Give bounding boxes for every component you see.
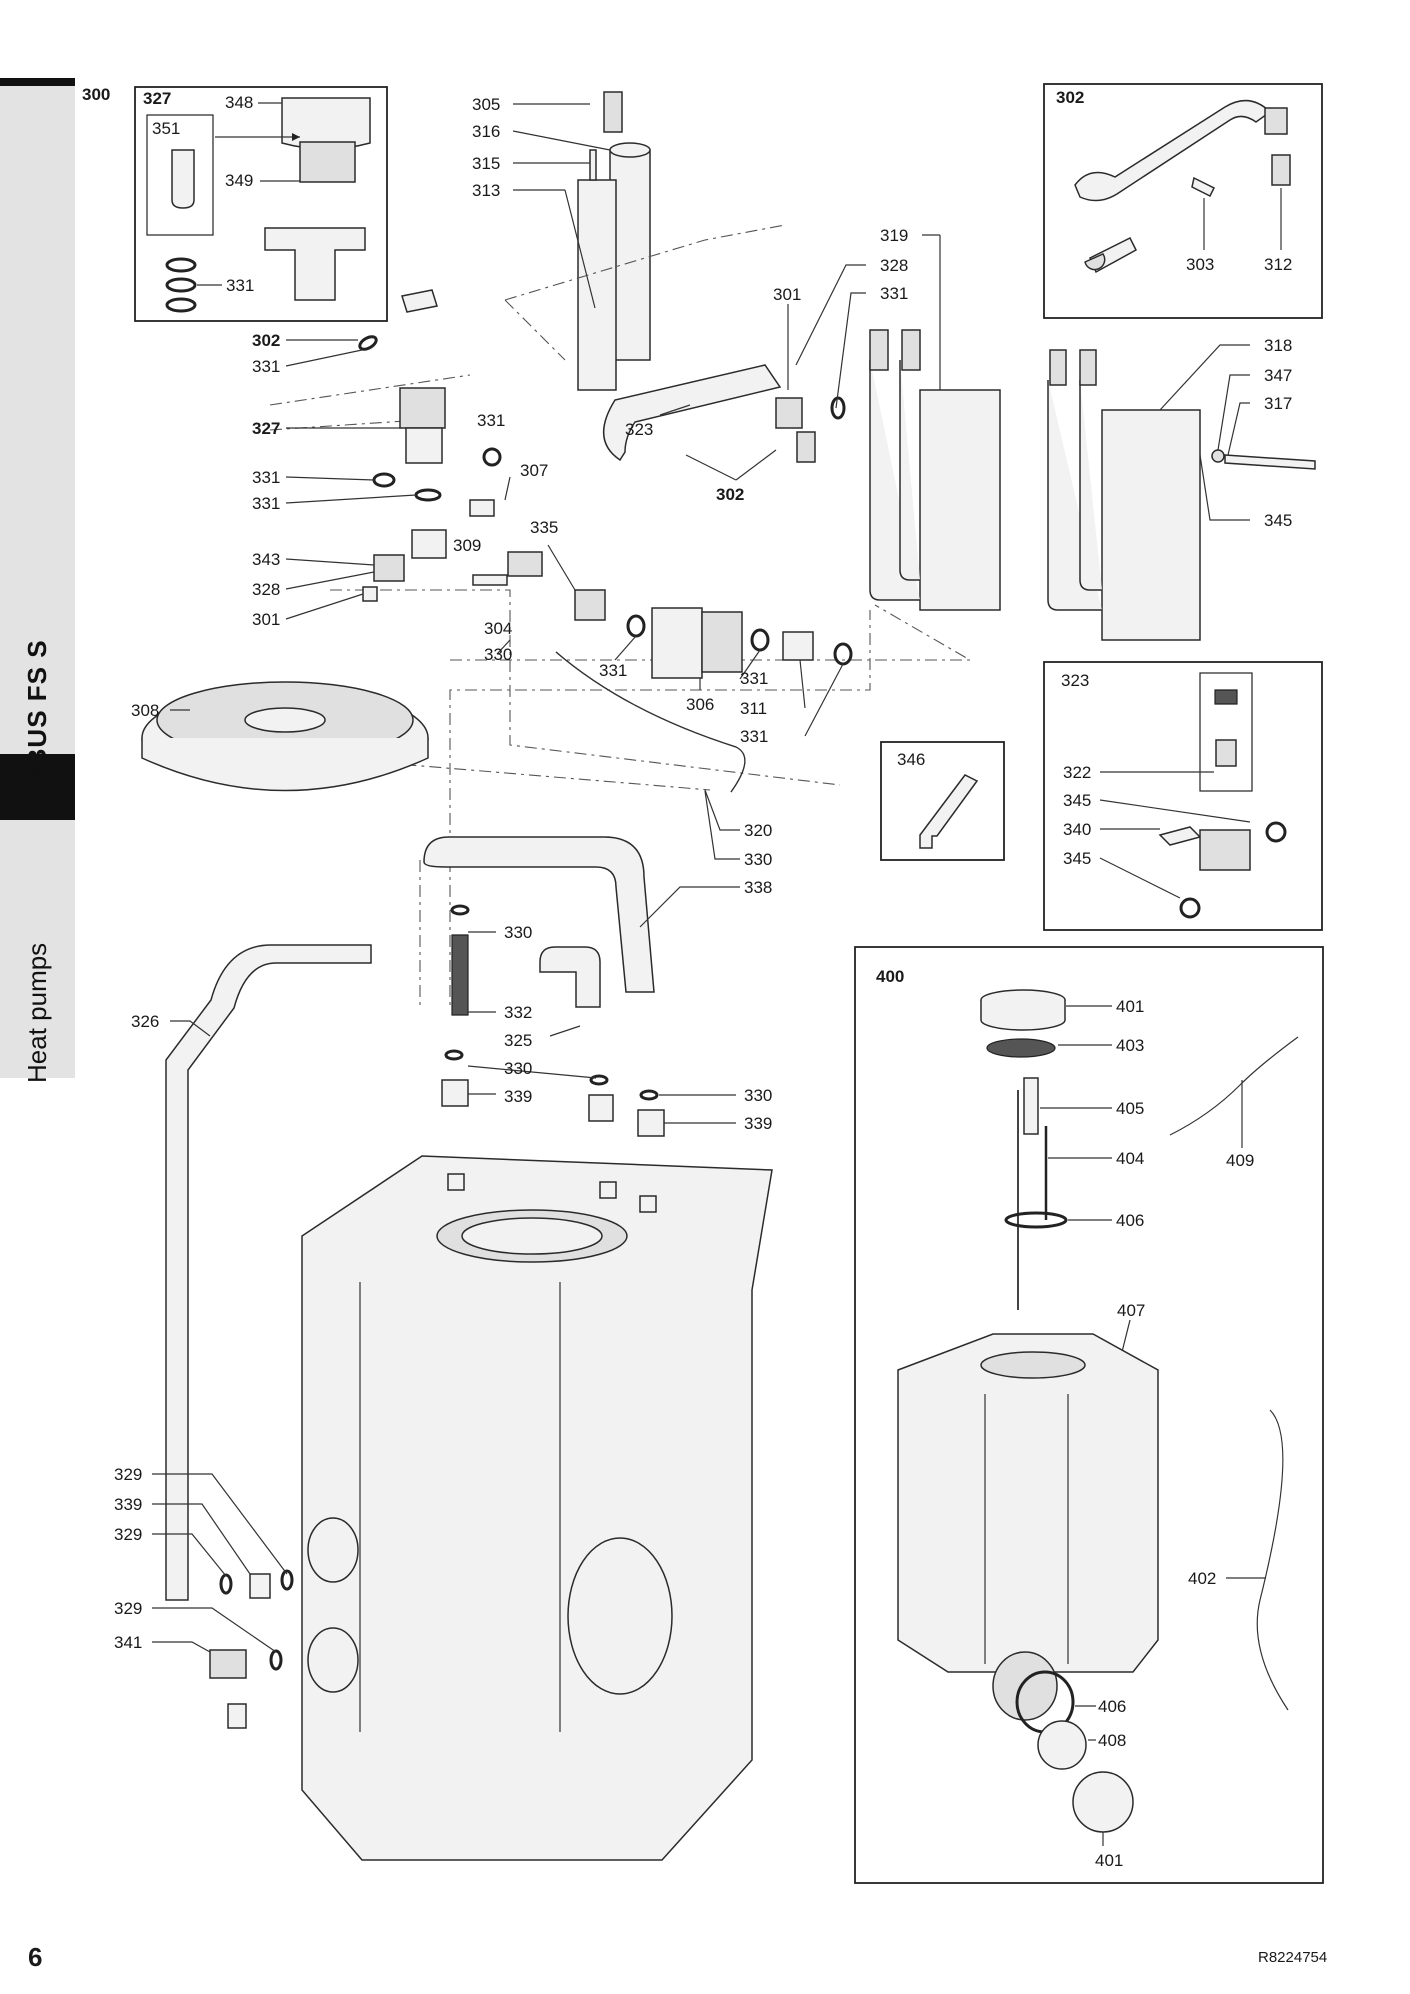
callout-341: 341 [114,1633,142,1652]
sidebar-marker-block [0,754,75,820]
callout-330-e: 330 [744,1086,772,1105]
inset-346-title: 346 [897,750,925,769]
inset-400-label-408: 408 [1098,1731,1126,1750]
callout-320: 320 [744,821,772,840]
callout-326: 326 [131,1012,159,1031]
callout-331-d: 331 [252,494,280,513]
callout-329-b: 329 [114,1525,142,1544]
callout-316: 316 [472,122,500,141]
inset-400-label-401-bottom: 401 [1095,1851,1123,1870]
inset-323-label-322: 322 [1063,763,1091,782]
callout-311: 311 [740,699,767,718]
inset-400-label-405: 405 [1116,1099,1144,1118]
callout-307: 307 [520,461,548,480]
sidebar-top-rule [0,78,75,86]
callout-302-center: 302 [716,485,744,504]
callout-331-f: 331 [740,669,768,688]
callout-338: 338 [744,878,772,897]
callout-leaders [152,103,1250,1653]
callout-331-b: 331 [477,411,505,430]
callout-306: 306 [686,695,714,714]
document-code: R8224754 [1258,1949,1328,1966]
inset-400-label-406-bottom: 406 [1098,1697,1126,1716]
callout-308: 308 [131,701,159,720]
callout-331-g: 331 [740,727,768,746]
inset-400-label-407: 407 [1117,1301,1145,1320]
callout-301-right: 301 [773,285,801,304]
callout-323: 323 [625,420,653,439]
page-number: 6 [28,1942,43,1972]
callout-317: 317 [1264,394,1292,413]
inset-400: 400 401 403 405 404 406 409 407 402 406 [854,946,1324,1884]
inset-302-title: 302 [1056,88,1084,107]
callout-331-a: 331 [252,357,280,376]
inset-323-label-345-bottom: 345 [1063,849,1091,868]
callout-328-right: 328 [880,256,908,275]
callout-305: 305 [472,95,500,114]
callout-327: 327 [252,419,280,438]
callout-330-a: 330 [484,645,512,664]
inset-400-label-406-top: 406 [1116,1211,1144,1230]
inset-327-label-351: 351 [152,119,180,138]
callout-330-d: 330 [504,1059,532,1078]
sidebar: NIMBUS FS S Heat pumps [0,78,75,1083]
inset-302-label-312: 312 [1264,255,1292,274]
inset-400-label-409: 409 [1226,1151,1254,1170]
callout-329-c: 329 [114,1599,142,1618]
callout-labels: 305 316 315 313 302 331 327 331 331 331 … [114,95,1292,1652]
inset-327-label-348: 348 [225,93,253,112]
callout-331-h: 331 [880,284,908,303]
inset-302: 302 303 312 [1043,83,1323,319]
callout-343: 343 [252,550,280,569]
callout-304: 304 [484,619,512,638]
inset-323-label-345-top: 345 [1063,791,1091,810]
callout-332: 332 [504,1003,532,1022]
inset-327-label-331: 331 [226,276,254,295]
inset-323-title: 323 [1061,671,1089,690]
callout-315: 315 [472,154,500,173]
callout-339-c: 339 [114,1495,142,1514]
inset-346: 346 [880,741,1005,861]
callout-345: 345 [1264,511,1292,530]
inset-400-title: 400 [876,967,904,986]
callout-331-c: 331 [252,468,280,487]
callout-328-left: 328 [252,580,280,599]
inset-400-label-404: 404 [1116,1149,1144,1168]
inset-327-label-349: 349 [225,171,253,190]
callout-331-e: 331 [599,661,627,680]
callout-347: 347 [1264,366,1292,385]
inset-302-label-303: 303 [1186,255,1214,274]
callout-319: 319 [880,226,908,245]
callout-325: 325 [504,1031,532,1050]
inset-400-label-401-top: 401 [1116,997,1144,1016]
callout-330-c: 330 [504,923,532,942]
callout-318: 318 [1264,336,1292,355]
inset-400-label-402: 402 [1188,1569,1216,1588]
callout-329-a: 329 [114,1465,142,1484]
inset-327: 327 351 348 349 331 [134,86,388,322]
callout-313: 313 [472,181,500,200]
callout-330-b: 330 [744,850,772,869]
callout-302-left: 302 [252,331,280,350]
callout-339-a: 339 [504,1087,532,1106]
sidebar-background [0,86,75,1078]
inset-327-title: 327 [143,89,171,108]
group-number: 300 [82,85,110,104]
callout-309: 309 [453,536,481,555]
inset-323: 323 322 345 340 345 [1043,661,1323,931]
inset-323-label-340: 340 [1063,820,1091,839]
callout-335: 335 [530,518,558,537]
callout-301-left: 301 [252,610,280,629]
inset-400-label-403: 403 [1116,1036,1144,1055]
callout-339-b: 339 [744,1114,772,1133]
